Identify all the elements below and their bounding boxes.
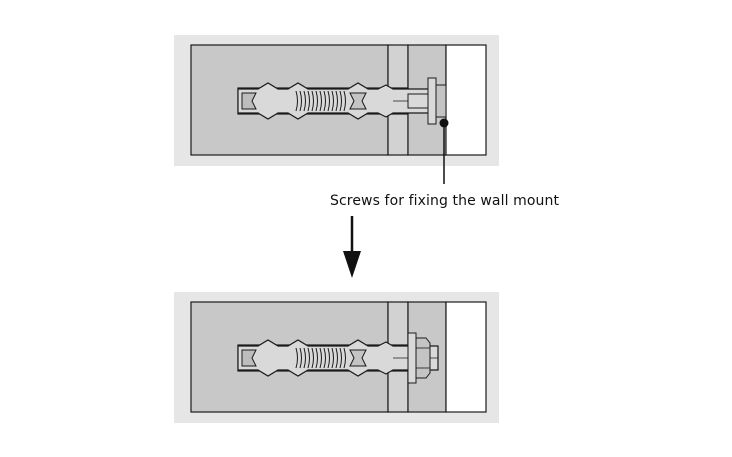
step-2-screw-head [415,337,431,379]
arrow-down-icon [343,251,361,278]
step-2-washer [407,332,417,384]
step-2-open-area [445,301,487,413]
step-1-screw-head [435,84,447,118]
step-2-panel [174,292,499,423]
step-1-screw-shaft [407,93,429,109]
step-1-panel [174,35,499,184]
step-1-washer [427,77,437,125]
callout-label: Screws for fixing the wall mount [330,193,560,209]
step-arrow [343,216,361,278]
step-1-open-area [445,44,487,156]
